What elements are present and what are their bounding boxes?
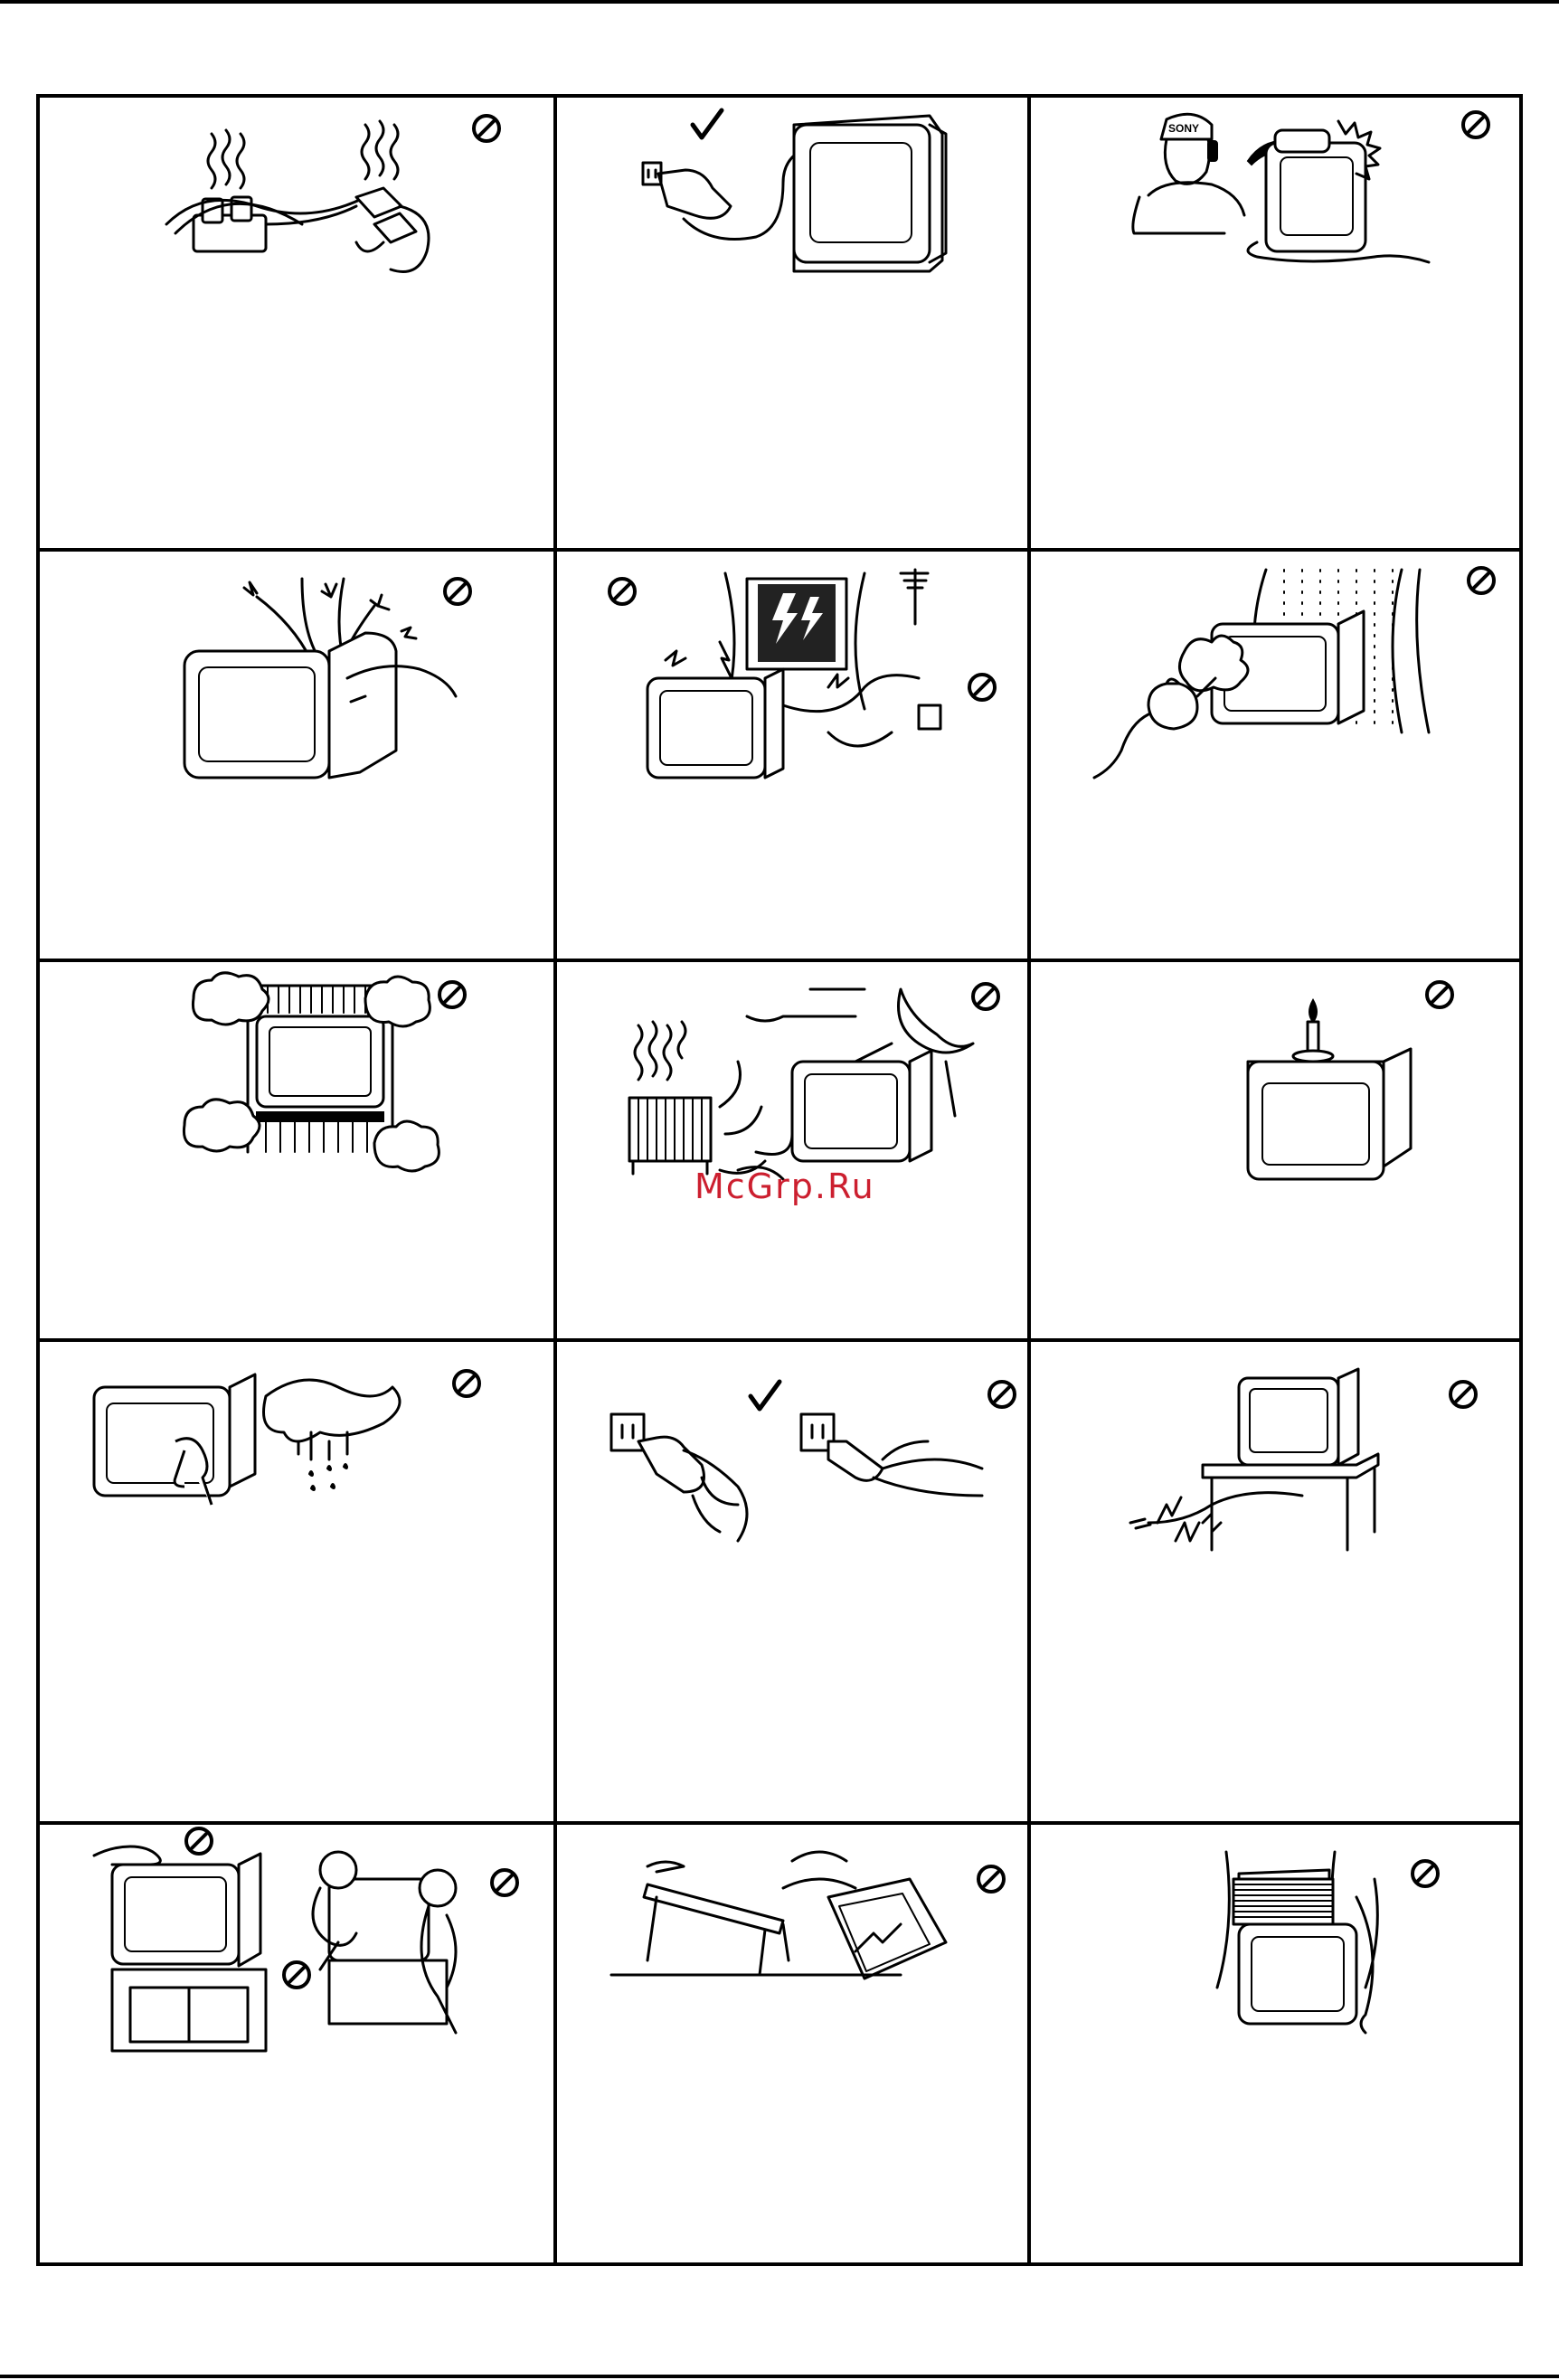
blocked-ventilation-icon	[40, 962, 553, 1338]
prohibited-icon	[186, 1828, 212, 1854]
top-rule	[0, 0, 1559, 4]
object-inserted-sparks-icon	[40, 552, 553, 959]
cell-cleaning	[40, 1342, 553, 1821]
lightning-storm-icon	[557, 552, 1027, 959]
candle-on-tv-icon	[1031, 962, 1523, 1338]
bottom-rule	[0, 2375, 1559, 2378]
prohibited-icon	[1450, 1382, 1476, 1407]
prohibited-icon	[284, 1962, 309, 1988]
cell-children	[40, 1825, 553, 2270]
cell-cord-damage	[1031, 1342, 1523, 1821]
prohibited-icon	[445, 579, 470, 604]
prohibited-icon	[1427, 982, 1452, 1007]
pull-plug-correctly-icon	[557, 1342, 1027, 1821]
cell-plug-in	[557, 98, 1027, 548]
call-service-icon: SONY	[1031, 98, 1523, 548]
cell-objects-on-top	[1031, 1825, 1523, 2270]
prohibited-icon	[1463, 112, 1488, 137]
damaged-cord-icon	[1031, 1342, 1523, 1821]
prohibited-icon	[978, 1866, 1004, 1892]
overloaded-outlet-icon	[40, 98, 553, 548]
cell-object-inserted	[40, 552, 553, 959]
prohibited-icon	[439, 982, 465, 1007]
plug-into-outlet-icon	[557, 98, 1027, 548]
cell-unstable-stand	[557, 1825, 1027, 2270]
children-climbing-icon	[40, 1825, 553, 2270]
cell-call-service: SONY	[1031, 98, 1523, 548]
prohibited-icon	[609, 579, 635, 604]
prohibited-icon	[1413, 1861, 1438, 1886]
cell-candle	[1031, 962, 1523, 1338]
prohibited-icon	[474, 116, 499, 141]
cell-ventilation	[40, 962, 553, 1338]
watermark-text: McGrp.Ru	[694, 1166, 875, 1206]
prohibited-icon	[973, 984, 998, 1009]
objects-on-top-icon	[1031, 1825, 1523, 2270]
cell-heat-sun	[557, 962, 1027, 1338]
brand-logo: SONY	[1168, 122, 1199, 135]
prohibited-icon	[492, 1870, 517, 1895]
cell-humidity	[1031, 552, 1523, 959]
prohibited-icon	[989, 1382, 1015, 1407]
heater-and-sunlight-icon	[557, 962, 1027, 1338]
cell-lightning	[557, 552, 1027, 959]
wet-cloth-cleaning-icon	[40, 1342, 553, 1821]
prohibited-icon	[1469, 568, 1494, 593]
cell-pull-plug	[557, 1342, 1027, 1821]
cell-overloaded-outlet	[40, 98, 553, 548]
prohibited-icon	[454, 1371, 479, 1396]
prohibited-icon	[969, 675, 995, 700]
unstable-stand-icon	[557, 1825, 1027, 2270]
steam-humidity-icon	[1031, 552, 1523, 959]
